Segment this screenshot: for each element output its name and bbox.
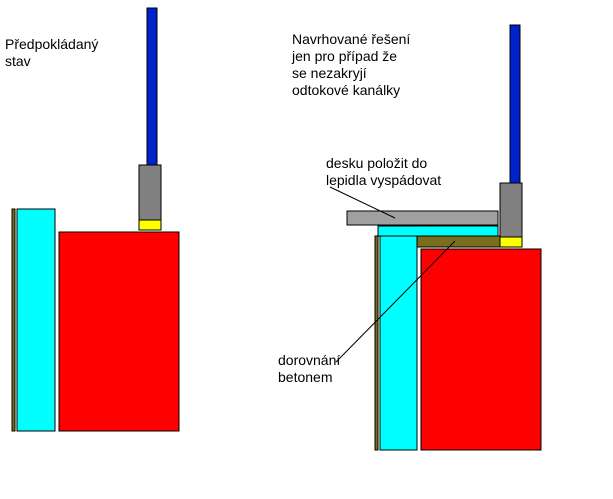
tile-note-line1: desku položit do (326, 155, 427, 171)
concrete-leveling (416, 235, 501, 248)
left-wall-edge (11, 208, 16, 432)
right-wall-insulation (379, 235, 418, 451)
right-pipe (509, 24, 521, 184)
left-sleeve (138, 164, 162, 221)
tile-plate (346, 210, 499, 226)
right-caption-line4: odtokové kanálky (292, 82, 400, 98)
concrete-note-line2: betonem (278, 369, 332, 385)
right-caption-line3: se nezakryjí (292, 65, 367, 81)
left-caption-line1: Předpokládaný (5, 36, 98, 52)
right-caption-line2: jen pro případ že (291, 48, 397, 64)
right-caption-line1: Navrhované řešení (292, 31, 410, 47)
tile-note-line2: lepidla vyspádovat (326, 172, 441, 188)
tile-note-leader (329, 186, 396, 219)
left-wall-insulation (16, 208, 56, 432)
concrete-note-leader (335, 240, 456, 363)
tile-top-cyan (377, 225, 499, 237)
right-wall-edge (374, 235, 379, 451)
left-block (58, 231, 180, 432)
left-seal (138, 219, 162, 231)
proposed-solution-drawing (329, 24, 542, 451)
right-seal (499, 236, 523, 248)
right-sleeve (499, 182, 523, 238)
concrete-note-line1: dorovnání (278, 352, 340, 368)
left-caption-line2: stav (5, 53, 31, 69)
left-pipe (146, 7, 158, 166)
current-state-drawing (11, 7, 180, 432)
right-block (420, 248, 542, 451)
